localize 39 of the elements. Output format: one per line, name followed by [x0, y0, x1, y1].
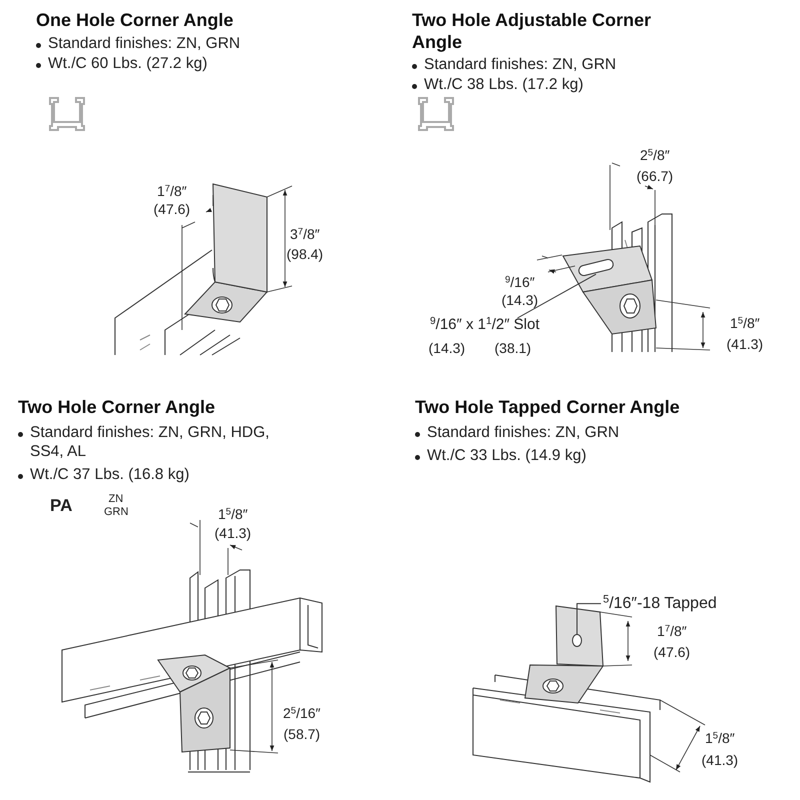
spec-text: Standard finishes: ZN, GRN [427, 424, 620, 443]
dimension-label: (14.3) [502, 292, 538, 309]
section-heading: Two Hole Tapped Corner Angle [415, 397, 680, 419]
dimension-label: (41.3) [726, 336, 764, 353]
dimension-label: (38.1) [494, 340, 532, 357]
dimension-label: (41.3) [214, 525, 252, 542]
dimension-label: 2$^{5}$/8″ [640, 147, 670, 164]
spec-text: Wt./C 38 Lbs. (17.2 kg) [424, 76, 584, 95]
dimension-label: (98.4) [286, 246, 324, 263]
dimension-label: 1$^{7}$/8″ [157, 183, 187, 200]
part-code: PA [50, 496, 72, 516]
dimension-label: $^{9}$/16″ [505, 274, 535, 291]
spec-text: Standard finishes: ZN, GRN [424, 56, 616, 75]
dimension-label: 3$^{7}$/8″ [290, 226, 320, 243]
dimension-label: (47.6) [154, 201, 190, 218]
spec-text: Standard finishes: ZN, GRN, HDG, SS4, AL [30, 424, 270, 462]
section-heading: Two Hole Adjustable Corner Angle [412, 10, 652, 54]
dimension-label: 1$^{5}$/8″ [218, 506, 248, 523]
finish-code: ZN [108, 493, 124, 506]
section-heading: Two Hole Corner Angle [18, 397, 216, 419]
section-heading: One Hole Corner Angle [36, 10, 234, 32]
dimension-label: 1$^{5}$/8″ [730, 315, 760, 332]
finish-code: GRN [104, 506, 128, 520]
callout-label: $^{5}$/16″-18 Tapped [603, 594, 717, 614]
dimension-label: (41.3) [702, 752, 738, 769]
leader-line [576, 603, 602, 634]
dimension-label: 1$^{5}$/8″ [705, 730, 735, 747]
spec-text: Wt./C 37 Lbs. (16.8 kg) [30, 466, 190, 485]
dimension-label: (47.6) [654, 644, 690, 661]
spec-text: Wt./C 33 Lbs. (14.9 kg) [427, 447, 586, 466]
dimension-label: (14.3) [428, 340, 466, 357]
spec-text: Wt./C 60 Lbs. (27.2 kg) [48, 55, 208, 74]
spec-text: Standard finishes: ZN, GRN [48, 35, 240, 54]
dimension-label: 1$^{7}$/8″ [657, 623, 687, 640]
dimension-label: (58.7) [284, 726, 320, 743]
leader-line [517, 274, 596, 318]
callout-label: $^{9}$/16″ x 1$^{1}$/2″ Slot [430, 316, 540, 334]
dimension-label: (66.7) [636, 168, 674, 185]
dimension-label: 2$^{5}$/16″ [283, 705, 321, 722]
